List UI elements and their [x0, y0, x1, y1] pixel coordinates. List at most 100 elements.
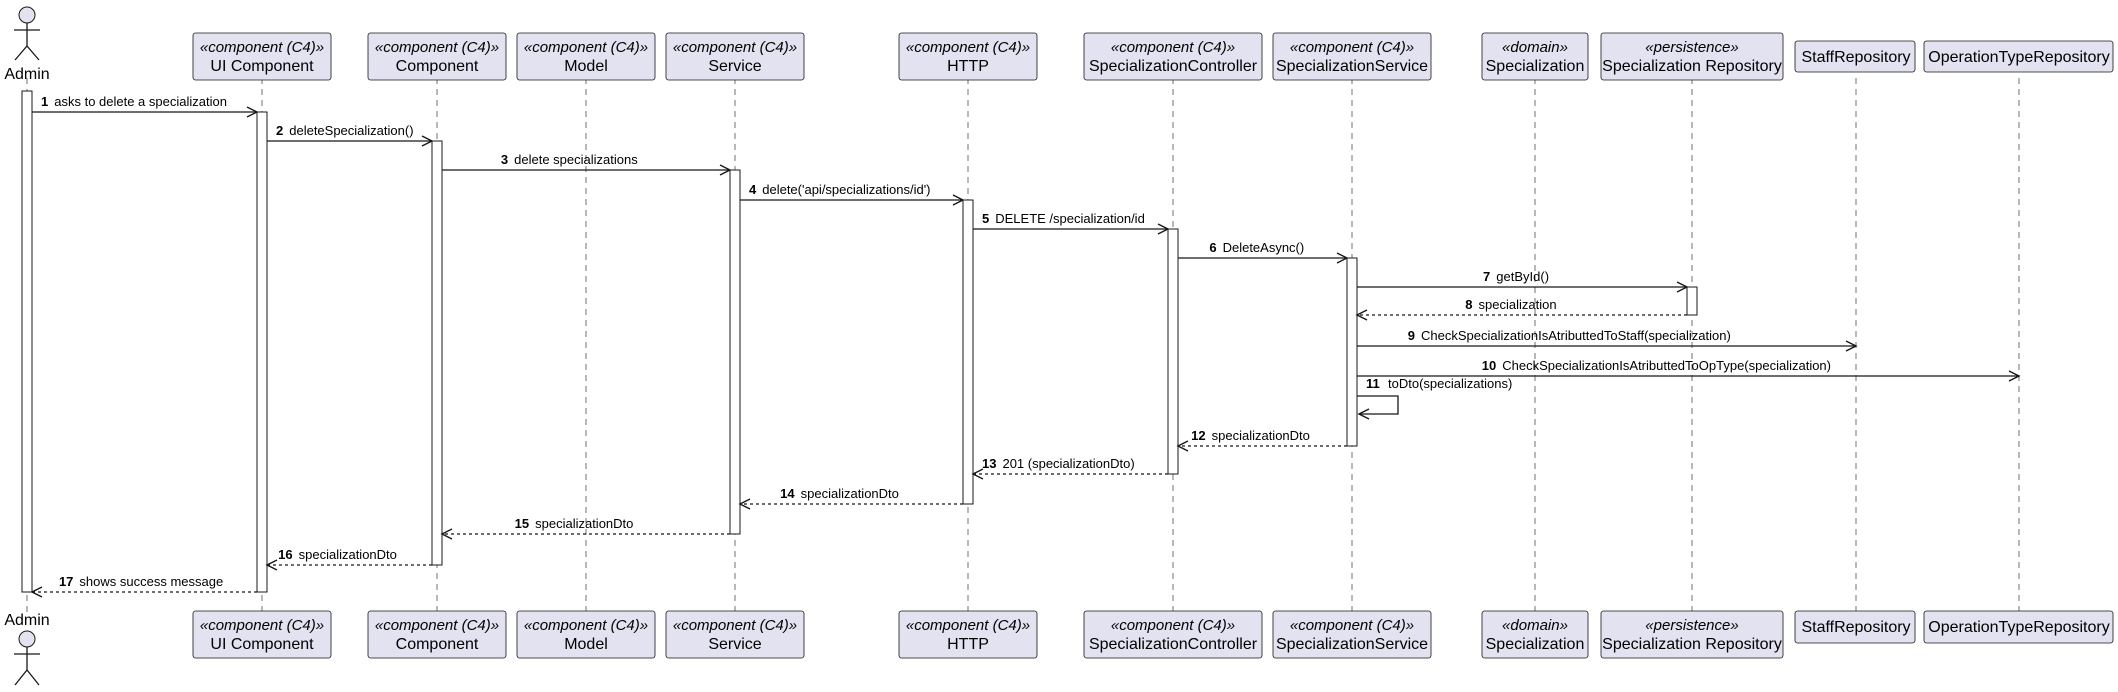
participant-name: HTTP — [947, 636, 989, 653]
participant-optype-bottom: OperationTypeRepository — [1923, 610, 2114, 644]
participant-box — [367, 610, 507, 659]
message-text: 9 CheckSpecializationIsAtributtedToStaff(… — [1408, 328, 1731, 343]
activation-bar-http — [962, 199, 974, 505]
participant-ui-top: «component (C4)»UI Component — [192, 32, 332, 81]
actor-name: Admin — [4, 66, 49, 83]
participant-name: Component — [396, 58, 479, 75]
message-number: 12 — [1191, 428, 1205, 443]
participant-box — [516, 32, 656, 81]
participant-name: Component — [396, 636, 479, 653]
participant-service-bottom: «component (C4)» Service — [665, 610, 805, 659]
participant-stereotype: «component (C4)» — [1111, 617, 1235, 634]
message-text: 15 specializationDto — [515, 516, 634, 531]
actor-head-icon — [18, 630, 36, 648]
participant-stereotype: «persistence» — [1645, 617, 1738, 634]
message-label: shows success message — [79, 574, 223, 589]
message-number: 15 — [515, 516, 529, 531]
participant-stereotype: «component (C4)» — [906, 617, 1030, 634]
message-number: 1 — [41, 94, 48, 109]
message-9: 9 CheckSpecializationIsAtributtedToStaff(… — [1357, 328, 1858, 352]
message-label: getById() — [1496, 269, 1549, 284]
message-label: delete specializations — [514, 152, 638, 167]
message-number: 8 — [1465, 297, 1472, 312]
message-number: 2 — [276, 123, 283, 138]
participant-name: Specialization — [1486, 58, 1585, 75]
participant-svc-bottom: «component (C4)»SpecializationService — [1272, 610, 1432, 659]
message-number: 14 — [780, 486, 795, 501]
participant-model-bottom: «component (C4)»Model — [516, 610, 656, 659]
message-17: 17 shows success message — [30, 574, 257, 598]
participant-box — [665, 610, 805, 659]
participant-name: StaffRepository — [1801, 49, 1910, 66]
participant-repo-top: «persistence»Specialization Repository — [1600, 32, 1784, 81]
participant-stereotype: «persistence» — [1645, 39, 1738, 56]
participant-stereotype: «component (C4)» — [673, 617, 797, 634]
participant-admin-bottom: Admin — [4, 612, 50, 686]
participant-name: Service — [708, 636, 761, 653]
activation-bar-ui — [256, 111, 268, 593]
participant-box — [1794, 40, 1916, 73]
message-label: toDto(specializations) — [1388, 376, 1512, 391]
participant-domain-bottom: «domain»Specialization — [1481, 610, 1589, 659]
message-number: 7 — [1483, 269, 1490, 284]
activations — [21, 90, 1698, 593]
message-number: 4 — [749, 182, 757, 197]
participant-svc-top: «component (C4)»SpecializationService — [1272, 32, 1432, 81]
message-number: 9 — [1408, 328, 1415, 343]
actor-name: Admin — [4, 612, 49, 629]
message-text: 8 specialization — [1465, 297, 1556, 312]
participant-box — [1481, 32, 1589, 81]
participant-box — [1272, 32, 1432, 81]
participant-repo-bottom: «persistence»Specialization Repository — [1600, 610, 1784, 659]
participant-name: StaffRepository — [1801, 619, 1910, 636]
message-7: 7 getById() — [1357, 269, 1689, 293]
participant-stereotype: «component (C4)» — [1111, 39, 1235, 56]
message-number: 5 — [982, 211, 989, 226]
participant-comp-bottom: «component (C4)»Component — [367, 610, 507, 659]
lifelines — [26, 78, 2020, 612]
participant-stereotype: «component (C4)» — [200, 617, 324, 634]
participant-name: Service — [708, 58, 761, 75]
participants-top: Admin«component (C4)»UI Component«compon… — [4, 6, 2114, 83]
participant-stereotype: «component (C4)» — [375, 39, 499, 56]
participant-name: SpecializationService — [1276, 636, 1428, 653]
participant-box — [1083, 610, 1263, 659]
participant-box — [516, 610, 656, 659]
activation-bar-comp — [431, 140, 443, 566]
participant-name: OperationTypeRepository — [1928, 49, 2109, 66]
message-label: specialization — [1479, 297, 1557, 312]
message-label: CheckSpecializationIsAtributtedToStaff(s… — [1421, 328, 1731, 343]
message-number: 10 — [1482, 358, 1496, 373]
participant-box — [367, 32, 507, 81]
participant-comp-top: «component (C4)» Component — [367, 32, 507, 81]
participant-staff-top: StaffRepository — [1794, 40, 1916, 73]
participant-service-top: «component (C4)»Service — [665, 32, 805, 81]
participant-name: Model — [564, 58, 608, 75]
participant-domain-top: «domain»Specialization — [1481, 32, 1589, 81]
participant-ctrl-top: «component (C4)»SpecializationController — [1083, 32, 1263, 81]
message-label: specializationDto — [535, 516, 633, 531]
message-number: 17 — [59, 574, 73, 589]
participant-box — [1272, 610, 1432, 659]
activation-bar-repo — [1686, 286, 1698, 316]
message-text: 17 shows success message — [59, 574, 223, 589]
message-8: 8 specialization — [1355, 297, 1687, 321]
participant-stereotype: «component (C4)» — [906, 39, 1030, 56]
participant-name: UI Component — [210, 58, 314, 75]
message-label: DELETE /specialization/id — [995, 211, 1145, 226]
participant-box — [1083, 32, 1263, 81]
participant-name: SpecializationController — [1089, 636, 1258, 653]
message-text: 7 getById() — [1483, 269, 1549, 284]
participant-name: SpecializationService — [1276, 58, 1428, 75]
